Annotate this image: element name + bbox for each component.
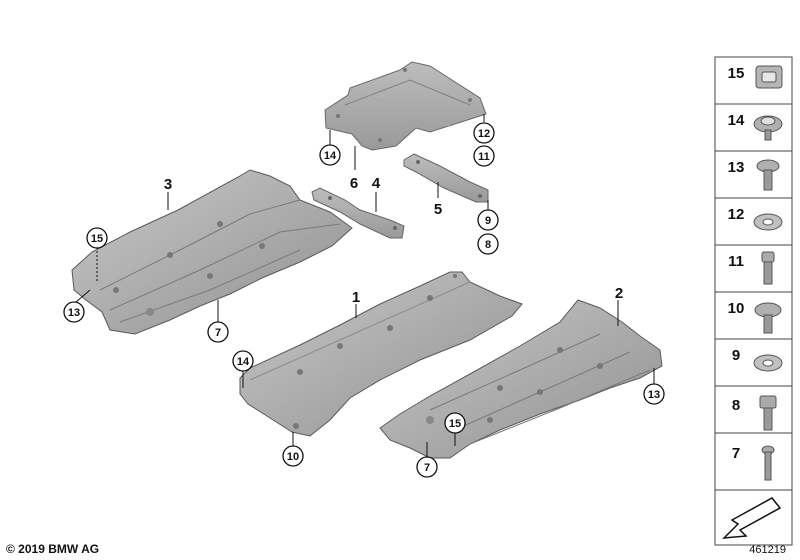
callout-15-right: 15 [444,412,466,434]
hex-bolt-icon [759,395,777,431]
callout-13-right: 13 [643,383,665,405]
part-number-3: 3 [164,176,172,193]
part-number-4: 4 [372,175,381,192]
plastic-nut-icon [753,115,783,141]
copyright-text: © 2019 BMW AG [6,542,100,556]
callout-text: 8 [485,239,491,251]
callout-7-left: 7 [207,321,229,343]
legend-number-9: 9 [732,347,740,364]
collar-screw-icon [754,302,782,334]
leader-lines [75,114,655,458]
callout-text: 14 [237,356,250,368]
callout-text: 14 [324,150,337,162]
callout-text: 10 [287,451,299,463]
callout-15-left: 15 [86,227,108,249]
callout-text: 15 [449,418,461,430]
part-number-1: 1 [352,289,360,306]
legend-number-12: 12 [728,206,745,223]
part-6-shield-plate [324,61,487,151]
flat-washer-icon [753,354,783,372]
callout-9: 9 [477,209,499,231]
rivet-icon [761,445,775,481]
callout-text: 13 [68,307,80,319]
callout-text: 9 [485,215,491,227]
callout-text: 13 [648,389,660,401]
legend-number-11: 11 [728,253,744,270]
callout-8: 8 [477,233,499,255]
callout-text: 11 [478,151,490,163]
callout-14-top: 14 [319,144,341,166]
legend-number-14: 14 [728,112,745,129]
callout-14-mid: 14 [232,350,254,372]
direction-arrow-icon [722,497,782,539]
callout-7-right: 7 [416,456,438,478]
legend-number-10: 10 [728,300,745,317]
diagram-id: 461219 [749,544,786,556]
flange-screw-icon [756,159,780,191]
legend-number-13: 13 [728,159,745,176]
callout-12-top: 12 [473,122,495,144]
part-number-2: 2 [615,285,623,302]
hex-socket-bolt-icon [761,251,775,285]
legend-number-7: 7 [732,445,740,462]
part-4-bracket [311,187,405,239]
part-number-5: 5 [434,201,442,218]
legend-number-15: 15 [728,65,745,82]
callout-10: 10 [282,445,304,467]
part-3-underbody-panel [71,169,353,335]
callout-11-top: 11 [473,145,495,167]
callout-text: 15 [91,233,103,245]
callout-13-left: 13 [63,301,85,323]
callout-text: 7 [424,462,430,474]
callout-text: 12 [478,128,490,140]
part-number-6: 6 [350,175,358,192]
legend-number-8: 8 [732,397,740,414]
part-1-underbody-panel [239,271,523,437]
callout-text: 7 [215,327,221,339]
fastener-legend: 15 14 13 12 11 10 9 8 7 [714,56,793,546]
washer-icon [753,213,783,231]
clip-nut-icon [755,65,783,89]
